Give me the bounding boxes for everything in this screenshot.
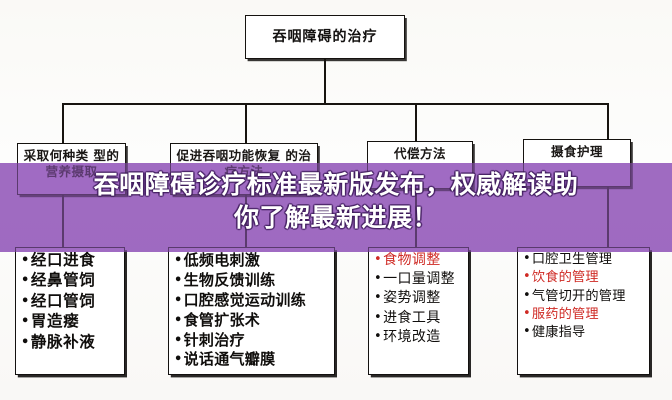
list-item-label: 经口管饲 (30, 291, 96, 310)
level2-node-4-label: 摄食护理 (550, 144, 603, 159)
list-item-label: 口腔卫生管理 (531, 252, 613, 267)
list-item-label: 饮食的管理 (531, 270, 599, 286)
bullet-glyph: • (174, 292, 183, 308)
list-item-label: 食物调整 (383, 252, 441, 268)
bullet-glyph: • (21, 273, 30, 289)
bullet-glyph: • (174, 312, 183, 328)
list-item-label: 说话通气瓣膜 (183, 350, 276, 369)
bullet-glyph: • (174, 272, 183, 288)
list-item-label: 低频电刺激 (183, 251, 261, 269)
list-item-label: 气管切开的管理 (531, 288, 626, 304)
level2-node-3-label: 代偿方法 (393, 146, 446, 161)
leaf-box-1: •经口进食 •经鼻管饲 •经口管饲 •胃造瘘 •静脉补液 (15, 247, 125, 375)
connector-bus-to-node-4 (607, 103, 609, 139)
list-item: •经口进食 (21, 251, 122, 270)
list-item: •健康指导 (523, 325, 647, 340)
list-item: •食物调整 (374, 252, 466, 268)
list-item-label: 静脉补液 (30, 332, 96, 351)
list-item-label: 经口进食 (30, 251, 96, 269)
bullet-glyph: • (374, 252, 383, 267)
bullet-glyph: • (523, 287, 531, 303)
bullet-glyph: • (374, 328, 383, 344)
bullet-glyph: • (374, 290, 383, 306)
root-node-label: 吞咽障碍的治疗 (272, 28, 378, 45)
list-item: •气管切开的管理 (523, 289, 647, 304)
list-item-label: 健康指导 (531, 325, 586, 341)
list-item-label: 进食工具 (383, 309, 441, 326)
list-item-label: 生物反馈训练 (183, 270, 276, 289)
leaf-list-1: •经口进食 •经鼻管饲 •经口管饲 •胃造瘘 •静脉补液 (21, 251, 122, 352)
connector-bus-to-node-2 (245, 103, 247, 143)
connector-bus-to-node-1 (62, 103, 64, 143)
connector-root-down (324, 59, 326, 104)
list-item: •环境改造 (374, 329, 466, 345)
list-item: •生物反馈训练 (174, 270, 332, 289)
list-item: •进食工具 (374, 310, 466, 326)
list-item-label: 针刺治疗 (183, 330, 245, 349)
list-item: •一口量调整 (374, 271, 466, 287)
connector-bus-horizontal (62, 103, 608, 105)
list-item: •低频电刺激 (174, 251, 332, 269)
purple-banner-tint (0, 163, 672, 252)
leaf-list-3: •食物调整 •一口量调整 •姿势调整 •进食工具 •环境改造 (374, 252, 466, 345)
list-item: •食管扩张术 (174, 310, 332, 329)
connector-bus-to-node-3 (415, 103, 417, 141)
list-item: •口腔卫生管理 (523, 252, 647, 267)
list-item: •口腔感觉运动训练 (174, 290, 332, 309)
list-item-label: 姿势调整 (383, 290, 441, 307)
bullet-glyph: • (523, 305, 531, 321)
bullet-glyph: • (523, 324, 531, 340)
bullet-glyph: • (21, 314, 30, 330)
leaf-box-2: •低频电刺激 •生物反馈训练 •口腔感觉运动训练 •食管扩张术 •针刺治疗 •说… (168, 247, 335, 375)
bullet-glyph: • (21, 253, 30, 268)
leaf-box-4: •口腔卫生管理 •饮食的管理 •气管切开的管理 •服药的管理 •健康指导 (517, 247, 650, 375)
bullet-glyph: • (174, 332, 183, 348)
list-item: •饮食的管理 (523, 270, 647, 285)
list-item: •姿势调整 (374, 290, 466, 306)
list-item: •经口管饲 (21, 291, 122, 311)
list-item: •静脉补液 (21, 332, 122, 352)
list-item: •服药的管理 (523, 307, 647, 322)
list-item: •经鼻管饲 (21, 271, 122, 290)
leaf-list-2: •低频电刺激 •生物反馈训练 •口腔感觉运动训练 •食管扩张术 •针刺治疗 •说… (174, 251, 332, 369)
list-item: •说话通气瓣膜 (174, 350, 332, 369)
list-item: •胃造瘘 (21, 312, 122, 331)
list-item-label: 一口量调整 (383, 271, 456, 288)
bullet-glyph: • (374, 309, 383, 325)
leaf-box-3: •食物调整 •一口量调整 •姿势调整 •进食工具 •环境改造 (368, 247, 469, 375)
bullet-glyph: • (174, 253, 183, 268)
bullet-glyph: • (374, 271, 383, 287)
list-item-label: 食管扩张术 (183, 310, 261, 329)
list-item-label: 胃造瘘 (30, 312, 80, 331)
root-node: 吞咽障碍的治疗 (245, 15, 405, 59)
bullet-glyph: • (523, 251, 531, 266)
bullet-glyph: • (523, 269, 531, 285)
bullet-glyph: • (21, 293, 30, 309)
bullet-glyph: • (174, 352, 183, 368)
list-item: •针刺治疗 (174, 330, 332, 349)
list-item-label: 经鼻管饲 (30, 271, 96, 290)
list-item-label: 环境改造 (383, 328, 441, 345)
list-item-label: 口腔感觉运动训练 (183, 290, 307, 309)
bullet-glyph: • (21, 334, 30, 350)
list-item-label: 服药的管理 (531, 306, 599, 322)
leaf-list-4: •口腔卫生管理 •饮食的管理 •气管切开的管理 •服药的管理 •健康指导 (523, 252, 647, 341)
